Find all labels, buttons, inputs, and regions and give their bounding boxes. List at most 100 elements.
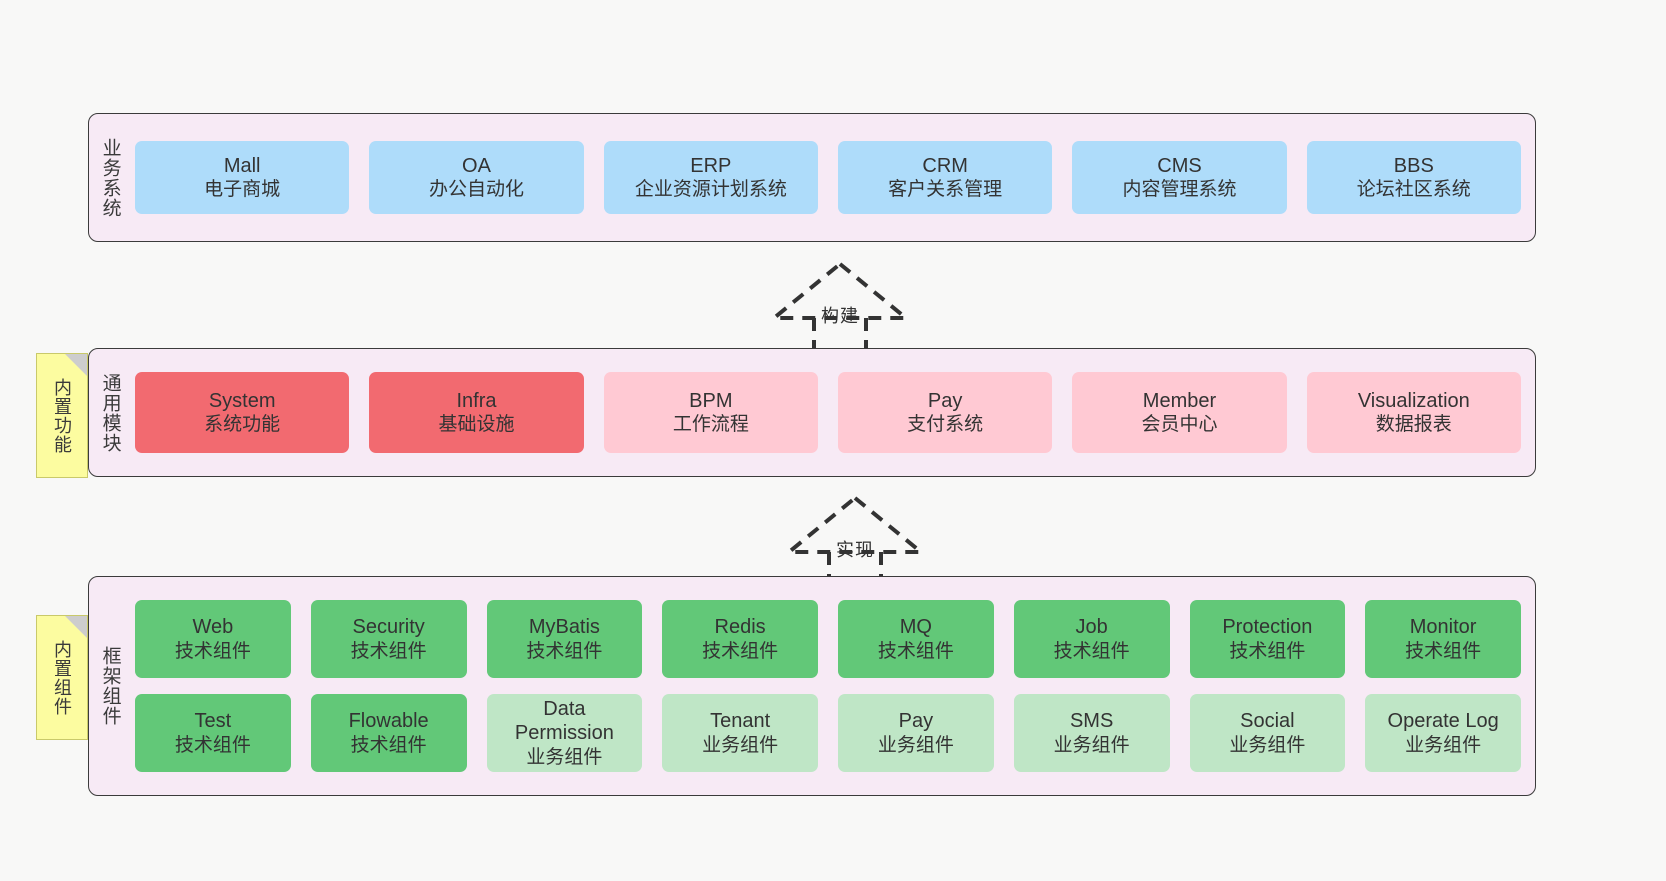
- component-box-mybatis[interactable]: MyBatis 技术组件: [486, 600, 643, 678]
- component-title: SMS: [1069, 710, 1114, 733]
- connector-implement: 实现: [775, 492, 935, 588]
- module-subtitle: 办公自动化: [428, 179, 524, 201]
- component-subtitle: 技术组件: [1229, 640, 1306, 662]
- note-builtin-components: 内置组件: [36, 615, 88, 740]
- module-title: CMS: [1157, 154, 1202, 177]
- module-subtitle: 会员中心: [1141, 414, 1218, 436]
- component-subtitle: 业务组件: [877, 734, 954, 756]
- component-subtitle: 技术组件: [702, 640, 779, 662]
- module-box-infra[interactable]: Infra 基础设施: [369, 372, 584, 453]
- module-box-visualization[interactable]: Visualization 数据报表: [1306, 372, 1521, 453]
- component-box-pay[interactable]: Pay 业务组件: [838, 694, 994, 772]
- module-box-member[interactable]: Member 会员中心: [1072, 372, 1287, 453]
- module-title: BBS: [1393, 154, 1434, 177]
- tier-business-system: 业务系统 Mall 电子商城 OA 办公自动化 ERP 企业资源计划系统 CRM…: [88, 113, 1536, 242]
- component-title: Security: [352, 616, 425, 639]
- component-title: Web: [192, 616, 234, 639]
- component-title: Test: [194, 710, 232, 733]
- tier-common-modules: 通用模块 System 系统功能 Infra 基础设施 BPM 工作流程 Pay…: [88, 348, 1536, 477]
- module-title: CRM: [922, 154, 968, 177]
- module-box-bbs[interactable]: BBS 论坛社区系统: [1306, 141, 1521, 214]
- module-subtitle: 企业资源计划系统: [634, 179, 787, 201]
- component-box-data-permission[interactable]: Data Permission 业务组件: [486, 694, 643, 772]
- tier-body-business-system: Mall 电子商城 OA 办公自动化 ERP 企业资源计划系统 CRM 客户关系…: [131, 114, 1535, 241]
- component-box-protection[interactable]: Protection 技术组件: [1189, 600, 1346, 678]
- module-title: Pay: [927, 389, 963, 412]
- component-subtitle: 业务组件: [1229, 734, 1306, 756]
- tier-label-framework-components: 框架组件: [99, 646, 121, 726]
- component-box-tenant[interactable]: Tenant 业务组件: [662, 694, 818, 772]
- component-box-monitor[interactable]: Monitor 技术组件: [1365, 600, 1521, 678]
- module-subtitle: 数据报表: [1375, 414, 1452, 436]
- component-box-flowable[interactable]: Flowable 技术组件: [310, 694, 467, 772]
- module-title: Mall: [223, 154, 261, 177]
- component-subtitle: 技术组件: [877, 640, 954, 662]
- module-title: BPM: [689, 389, 733, 412]
- module-box-oa[interactable]: OA 办公自动化: [369, 141, 584, 214]
- module-box-cms[interactable]: CMS 内容管理系统: [1072, 141, 1287, 214]
- component-subtitle: 技术组件: [174, 734, 251, 756]
- tier-framework-components: 框架组件 Web 技术组件 Security 技术组件 MyBatis 技术组件…: [88, 576, 1536, 796]
- module-subtitle: 系统功能: [204, 414, 281, 436]
- module-box-crm[interactable]: CRM 客户关系管理: [837, 141, 1053, 214]
- module-subtitle: 支付系统: [907, 414, 984, 436]
- tier-body-framework-components: Web 技术组件 Security 技术组件 MyBatis 技术组件 Redi…: [131, 577, 1535, 795]
- module-title: ERP: [690, 154, 732, 177]
- component-subtitle: 技术组件: [174, 640, 251, 662]
- module-subtitle: 工作流程: [672, 414, 749, 436]
- component-title: Redis: [714, 616, 766, 639]
- component-box-security[interactable]: Security 技术组件: [310, 600, 467, 678]
- component-title: Social: [1240, 710, 1295, 733]
- connector-build: 构建: [760, 258, 920, 354]
- note-label: 内置组件: [52, 639, 72, 716]
- tier-row: Mall 电子商城 OA 办公自动化 ERP 企业资源计划系统 CRM 客户关系…: [135, 141, 1521, 214]
- component-subtitle: 技术组件: [526, 640, 603, 662]
- module-title: Infra: [456, 389, 497, 412]
- component-subtitle: 技术组件: [1405, 640, 1482, 662]
- tier-row: System 系统功能 Infra 基础设施 BPM 工作流程 Pay 支付系统…: [135, 372, 1521, 453]
- component-box-sms[interactable]: SMS 业务组件: [1013, 694, 1170, 772]
- note-label: 内置功能: [52, 377, 72, 454]
- module-box-erp[interactable]: ERP 企业资源计划系统: [603, 141, 818, 214]
- component-subtitle: 业务组件: [702, 734, 779, 756]
- component-title: MQ: [899, 616, 932, 639]
- module-subtitle: 论坛社区系统: [1356, 179, 1471, 201]
- component-box-web[interactable]: Web 技术组件: [135, 600, 291, 678]
- tier-label-common-modules: 通用模块: [99, 372, 121, 453]
- component-subtitle: 业务组件: [526, 746, 603, 768]
- module-title: Visualization: [1357, 389, 1470, 412]
- module-title: Member: [1142, 389, 1217, 412]
- module-box-system[interactable]: System 系统功能: [135, 372, 350, 453]
- component-subtitle: 业务组件: [1053, 734, 1130, 756]
- module-box-bpm[interactable]: BPM 工作流程: [603, 372, 818, 453]
- note-fold-icon: [65, 354, 87, 376]
- note-fold-icon: [65, 616, 87, 638]
- component-subtitle: 业务组件: [1405, 734, 1482, 756]
- component-box-redis[interactable]: Redis 技术组件: [662, 600, 818, 678]
- component-box-social[interactable]: Social 业务组件: [1189, 694, 1346, 772]
- component-subtitle: 技术组件: [1053, 640, 1130, 662]
- component-title: Pay: [898, 710, 934, 733]
- module-title: System: [208, 389, 276, 412]
- module-box-pay[interactable]: Pay 支付系统: [837, 372, 1053, 453]
- module-subtitle: 客户关系管理: [888, 179, 1003, 201]
- component-box-mq[interactable]: MQ 技术组件: [838, 600, 994, 678]
- tier-row: Test 技术组件 Flowable 技术组件 Data Permission …: [135, 694, 1521, 772]
- module-subtitle: 基础设施: [438, 414, 515, 436]
- note-builtin-functions: 内置功能: [36, 353, 88, 478]
- component-title: Monitor: [1409, 616, 1477, 639]
- component-subtitle: 技术组件: [350, 734, 427, 756]
- component-title: Data Permission: [514, 698, 614, 745]
- module-box-mall[interactable]: Mall 电子商城: [135, 141, 350, 214]
- component-box-operate-log[interactable]: Operate Log 业务组件: [1365, 694, 1521, 772]
- module-subtitle: 电子商城: [204, 179, 281, 201]
- module-subtitle: 内容管理系统: [1122, 179, 1237, 201]
- component-box-test[interactable]: Test 技术组件: [135, 694, 291, 772]
- component-title: MyBatis: [528, 616, 600, 639]
- module-title: OA: [462, 154, 491, 177]
- component-title: Flowable: [348, 710, 429, 733]
- tier-row: Web 技术组件 Security 技术组件 MyBatis 技术组件 Redi…: [135, 600, 1521, 678]
- component-title: Operate Log: [1387, 710, 1499, 733]
- component-box-job[interactable]: Job 技术组件: [1013, 600, 1170, 678]
